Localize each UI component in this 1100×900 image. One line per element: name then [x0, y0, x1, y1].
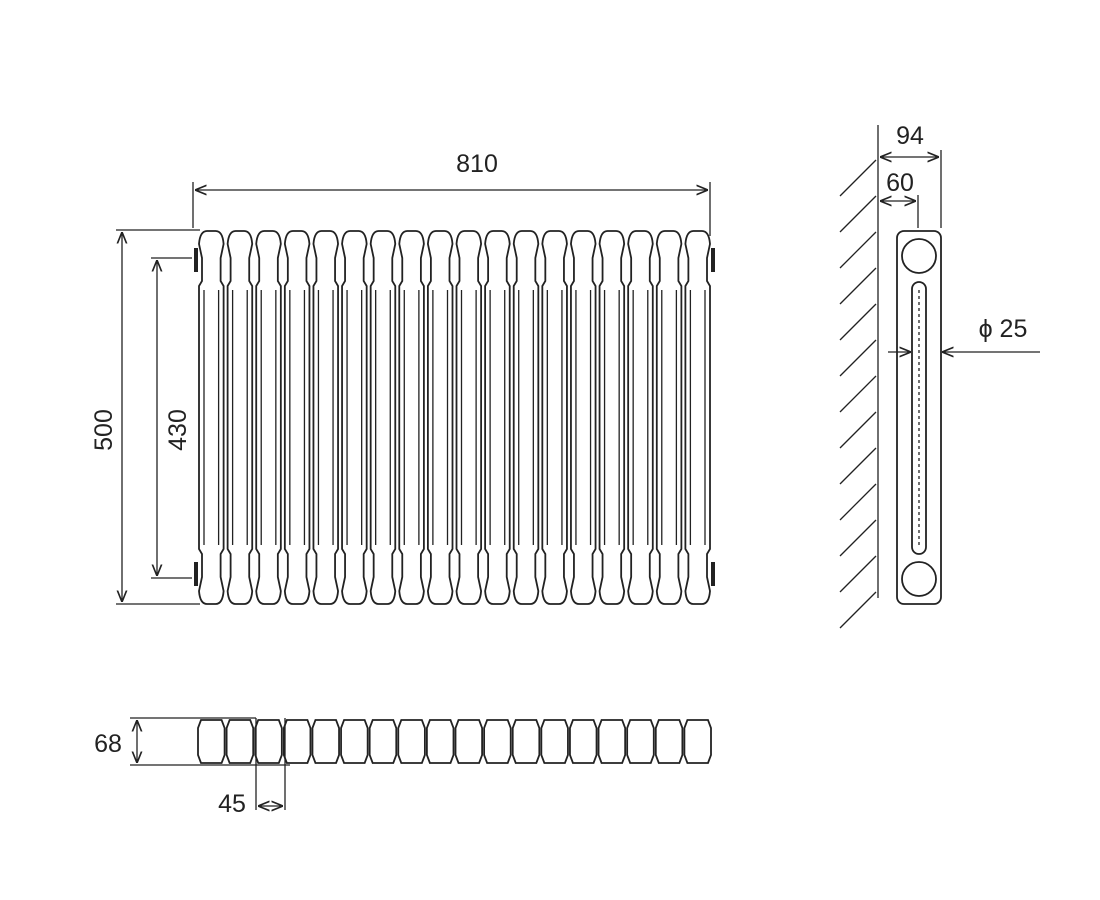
- end-cap: [711, 248, 715, 272]
- radiator-column: [684, 230, 711, 605]
- radiator-column: [255, 230, 282, 605]
- top-view-section: [340, 719, 369, 764]
- front-view-columns: [194, 230, 715, 605]
- hatch-line: [839, 339, 877, 377]
- radiator-column: [455, 230, 483, 605]
- top-view-section: [225, 719, 255, 764]
- top-view-section: [454, 719, 484, 764]
- top-view-section: [683, 719, 712, 764]
- top-depth-dimension-label: 68: [94, 730, 122, 758]
- radiator-column: [570, 230, 597, 605]
- top-view-section: [311, 719, 340, 764]
- top-view-section: [368, 719, 398, 764]
- hatch-line: [839, 195, 877, 233]
- end-cap: [194, 248, 198, 272]
- pitch-dimension-label: 45: [218, 790, 246, 818]
- top-view-section: [626, 719, 655, 764]
- top-view-dimensions: 68 45: [94, 717, 290, 818]
- height-dimension-label: 500: [90, 409, 118, 451]
- hatch-line: [839, 447, 877, 485]
- top-view-section: [483, 719, 512, 764]
- radiator-column: [341, 230, 368, 605]
- radiator-column: [283, 230, 311, 605]
- hatch-line: [839, 303, 877, 341]
- radiator-column: [226, 230, 254, 605]
- top-view-section: [511, 719, 541, 764]
- hatch-line: [839, 483, 877, 521]
- hatch-line: [839, 555, 877, 593]
- radiator-column: [484, 230, 511, 605]
- radiator-column: [541, 230, 568, 605]
- width-dimension-label: 810: [456, 150, 498, 178]
- depth-dimension-label: 94: [896, 122, 924, 150]
- hatch-line: [839, 519, 877, 557]
- pipe-centers-dimension-label: 430: [164, 409, 192, 451]
- wall-offset-dimension-label: 60: [886, 169, 914, 197]
- hatch-line: [839, 159, 877, 197]
- hatch-line: [839, 231, 877, 269]
- top-view-section: [654, 719, 684, 764]
- end-cap: [194, 562, 198, 586]
- hatch-line: [839, 375, 877, 413]
- top-view-section: [597, 719, 627, 764]
- radiator-column: [198, 230, 225, 605]
- radiator-column: [426, 230, 454, 605]
- end-cap: [711, 562, 715, 586]
- radiator-column: [398, 230, 425, 605]
- radiator-column: [312, 230, 339, 605]
- top-view-section: [425, 719, 455, 764]
- hatch-line: [839, 411, 877, 449]
- radiator-column: [655, 230, 683, 605]
- top-view-section: [282, 719, 312, 764]
- radiator-column: [512, 230, 540, 605]
- radiator-column: [598, 230, 626, 605]
- top-view-section: [540, 719, 569, 764]
- top-view-sections: [197, 719, 712, 764]
- top-view-section: [397, 719, 426, 764]
- top-view-section: [254, 719, 283, 764]
- side-view: 94 60 ϕ 25: [839, 122, 1040, 629]
- front-view-dimensions: 810 500 430: [90, 150, 711, 605]
- hatch-line: [839, 267, 877, 305]
- hatch-line: [839, 591, 877, 629]
- radiator-column: [627, 230, 654, 605]
- wall-hatching: [839, 159, 877, 629]
- top-view-section: [197, 719, 226, 764]
- top-view-section: [569, 719, 598, 764]
- radiator-column: [369, 230, 397, 605]
- pipe-diameter-label: ϕ 25: [979, 315, 1028, 343]
